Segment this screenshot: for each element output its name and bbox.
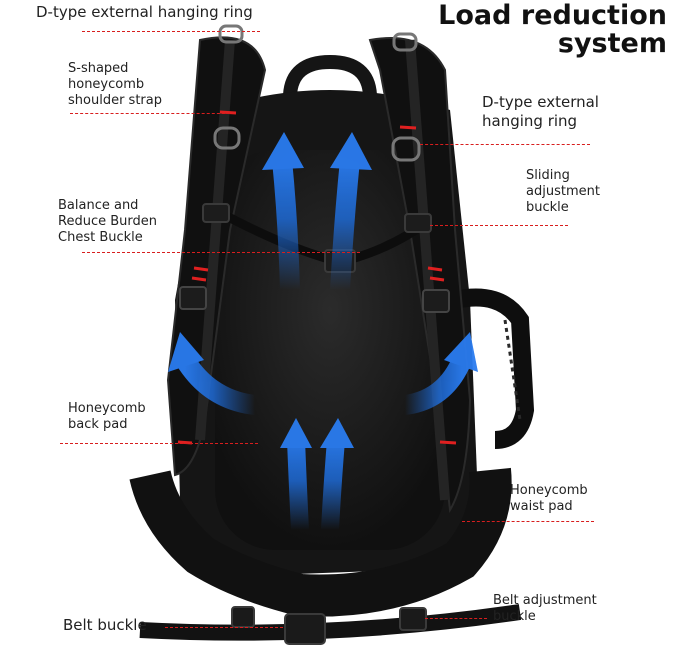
red-accents bbox=[177, 110, 457, 445]
leader-d-ring-right bbox=[420, 144, 590, 145]
label-d-ring-right: D-type external hanging ring bbox=[482, 93, 599, 130]
label-chest-buckle: Balance and Reduce Burden Chest Buckle bbox=[58, 198, 157, 245]
leader-waist-pad bbox=[462, 521, 594, 522]
label-waist-pad: Honeycomb waist pad bbox=[510, 483, 588, 514]
d-ring-right bbox=[391, 136, 421, 162]
title-line-2: system bbox=[557, 28, 667, 59]
label-s-shaped-strap: S-shaped honeycomb shoulder strap bbox=[68, 61, 162, 108]
leader-sliding-buckle bbox=[430, 225, 568, 226]
leader-back-pad bbox=[60, 443, 258, 444]
title: Load reduction system bbox=[438, 2, 667, 58]
label-sliding-buckle: Sliding adjustment buckle bbox=[526, 168, 600, 215]
leader-s-shaped-strap bbox=[70, 113, 230, 114]
belt-adjust-buckle bbox=[399, 607, 427, 631]
belt-buckle bbox=[284, 613, 326, 645]
waist-belt bbox=[129, 467, 512, 617]
label-d-ring-top: D-type external hanging ring bbox=[36, 3, 253, 21]
d-ring-left bbox=[213, 126, 241, 150]
label-belt-buckle: Belt buckle bbox=[63, 616, 147, 634]
leader-belt-adjust bbox=[425, 618, 487, 619]
slide-buckle-left bbox=[179, 286, 207, 310]
label-belt-adjust: Belt adjustment buckle bbox=[493, 593, 597, 624]
d-ring-top-right bbox=[392, 32, 418, 52]
slide-buckle-right bbox=[422, 289, 450, 313]
top-handle bbox=[283, 54, 377, 96]
label-back-pad: Honeycomb back pad bbox=[68, 401, 146, 432]
leader-chest-buckle bbox=[82, 252, 360, 253]
title-line-1: Load reduction bbox=[438, 0, 667, 31]
leader-belt-buckle bbox=[165, 627, 283, 628]
load-arrows bbox=[168, 132, 478, 539]
d-ring-top-left bbox=[218, 24, 244, 44]
side-handle bbox=[453, 288, 535, 449]
leader-d-ring-top bbox=[82, 31, 260, 32]
